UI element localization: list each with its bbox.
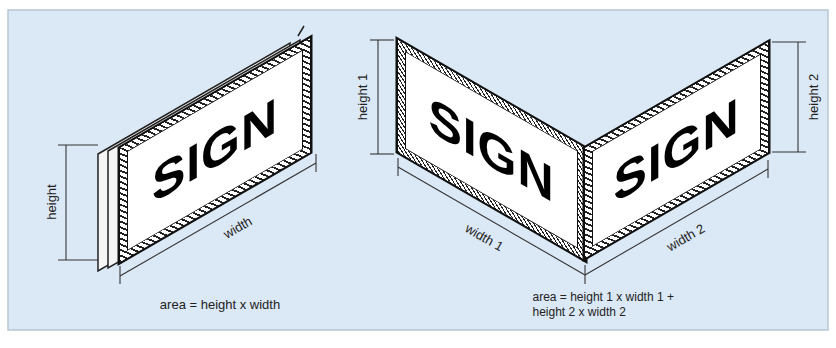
dimension-label: height (44, 184, 60, 219)
sign-panel: SIGN (120, 38, 310, 262)
dimension-label: width 1 (462, 221, 506, 256)
sign-panel: SIGN (585, 42, 768, 258)
area-formula: area = height 1 x width 1 + height 2 x w… (533, 290, 698, 320)
panel-ground (8, 10, 828, 330)
dimension-label: width 2 (664, 221, 708, 256)
sign-lettering: SIGN (152, 89, 278, 212)
sign-lettering: SIGN (613, 89, 739, 212)
dimension-label: height 2 (806, 74, 822, 120)
area-formula: area = height x width (160, 297, 280, 313)
sign-lettering: SIGN (428, 89, 554, 212)
sign-panel: SIGN (398, 40, 585, 260)
dimension-label: height 1 (355, 74, 371, 120)
dimension-lines (58, 40, 806, 284)
dimension-label: width (221, 213, 255, 242)
